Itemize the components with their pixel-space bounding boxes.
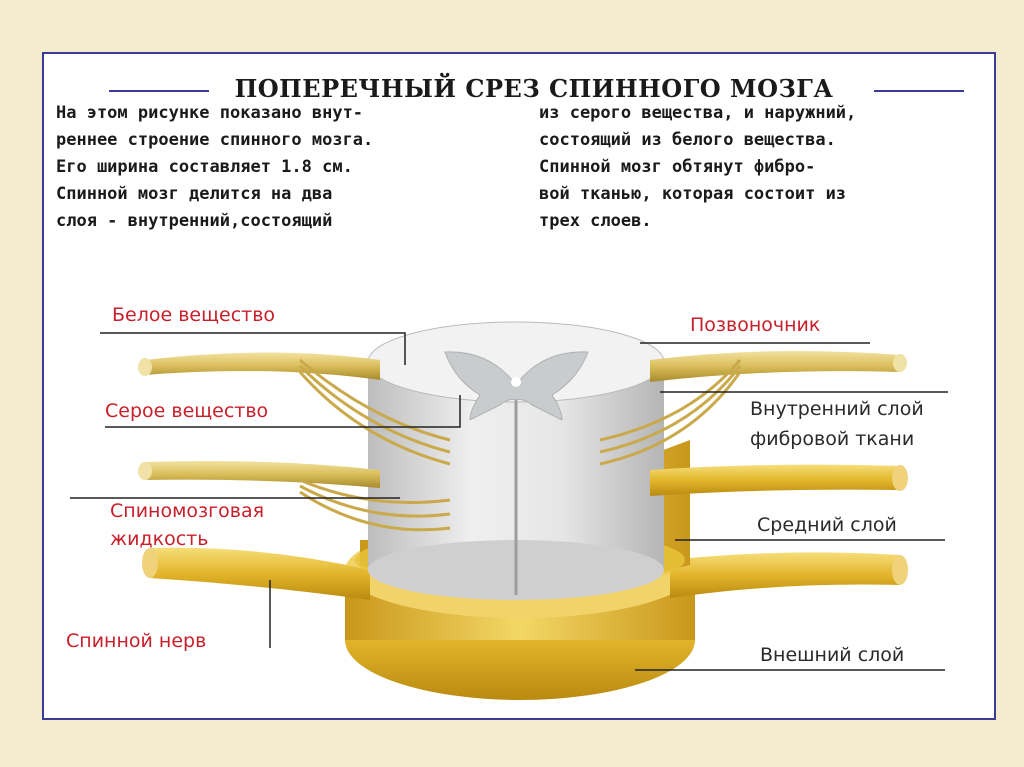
desc-line: реннее строение спинного мозга. [56, 130, 374, 150]
label-middle-layer: Средний слой [757, 514, 897, 536]
desc-line: из серого вещества, и наружний, [539, 103, 857, 123]
desc-line: трех слоев. [539, 211, 652, 231]
label-spinal-nerve: Спинной нерв [66, 630, 207, 652]
leader-white-matter [100, 332, 406, 365]
label-inner-layer-line1: Внутренний слой [750, 398, 924, 420]
leader-gray-matter [105, 395, 461, 428]
spinal-cord-body [367, 321, 665, 600]
gray-matter-butterfly [444, 351, 589, 421]
description-right: из серого вещества, и наружний, состоящи… [539, 100, 856, 235]
desc-line: Спинной мозг делится на два [56, 184, 333, 204]
label-white-matter: Белое вещество [112, 304, 276, 326]
desc-line: вой тканью, которая состоит из [539, 184, 847, 204]
label-csf-line1: Спиномозговая [110, 500, 265, 522]
spinal-nerve-left [142, 547, 370, 600]
desc-line: Его ширина составляет 1.8 см. [56, 157, 353, 177]
title-row: ПОПЕРЕЧНЫЙ СРЕЗ СПИННОГО МОЗГА [64, 72, 974, 108]
title-rule-right [874, 90, 964, 92]
desc-line: слоя - внутренний,состоящий [56, 211, 333, 231]
label-spine: Позвоночник [690, 314, 821, 336]
nerve-root-right-upper [599, 351, 907, 466]
label-csf-line2: жидкость [110, 528, 209, 550]
label-inner-layer-line2: фибровой ткани [750, 428, 915, 450]
title-rule-left [109, 90, 209, 92]
desc-line: Спинной мозг обтянут фибро- [539, 157, 816, 177]
page-title: ПОПЕРЕЧНЫЙ СРЕЗ СПИННОГО МОЗГА [234, 74, 834, 103]
nerve-root-left-lower [138, 461, 451, 532]
nerve-root-left-upper [138, 352, 451, 466]
spinal-nerve-right [670, 552, 908, 598]
desc-line: состоящий из белого вещества. [539, 130, 836, 150]
desc-line: На этом рисунке показано внут- [56, 103, 364, 123]
label-outer-layer: Внешний слой [760, 644, 905, 666]
description-left: На этом рисунке показано внут- реннее ст… [56, 100, 373, 235]
leader-lines [70, 332, 948, 671]
nerve-root-right-lower [650, 464, 908, 496]
label-gray-matter: Серое вещество [105, 400, 269, 422]
